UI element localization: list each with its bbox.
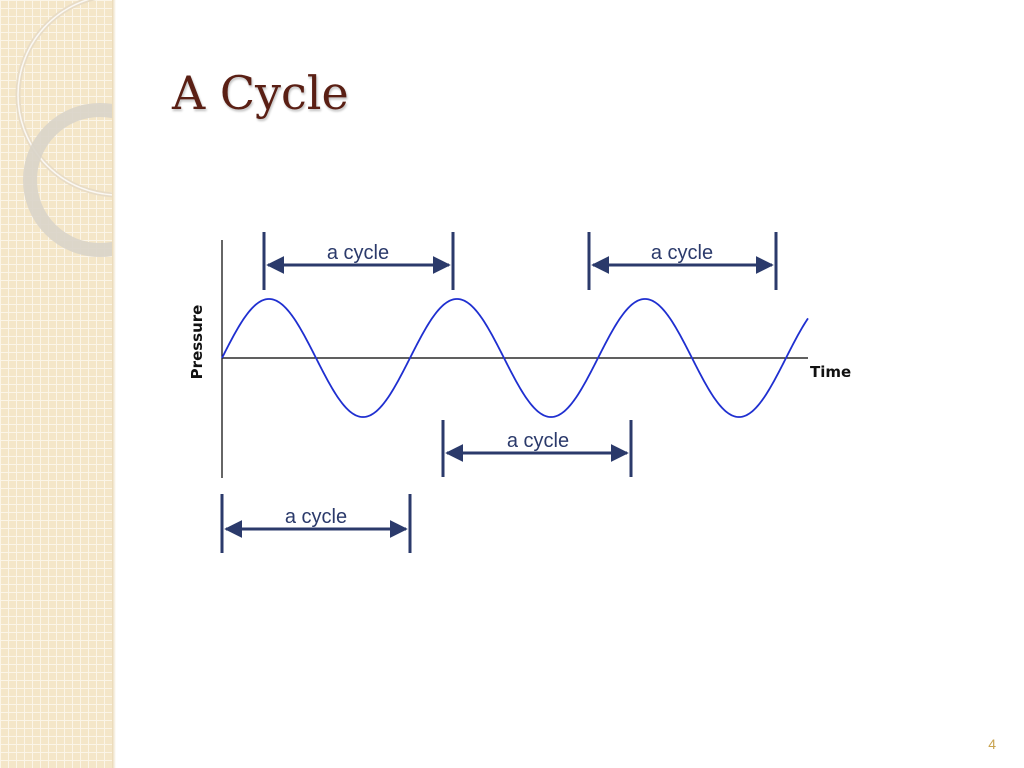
cycle-marker-4: a cycle (220, 494, 412, 553)
cycle-label: a cycle (651, 242, 713, 264)
cycle-marker-3: a cycle (441, 420, 633, 477)
sidebar-edge (112, 0, 116, 768)
y-axis-label: Pressure (188, 305, 206, 380)
cycle-marker-2: a cycle (587, 232, 778, 290)
decorative-circles (15, 0, 112, 257)
cycle-label: a cycle (327, 242, 389, 264)
cycle-marker-1: a cycle (262, 232, 455, 290)
cycle-label: a cycle (285, 506, 347, 528)
pressure-wave (221, 298, 809, 418)
slide-title: A Cycle (172, 66, 349, 120)
x-axis-label: Time (810, 363, 851, 381)
cycle-label: a cycle (507, 430, 569, 452)
page-number: 4 (988, 736, 996, 752)
decorative-sidebar (0, 0, 112, 768)
